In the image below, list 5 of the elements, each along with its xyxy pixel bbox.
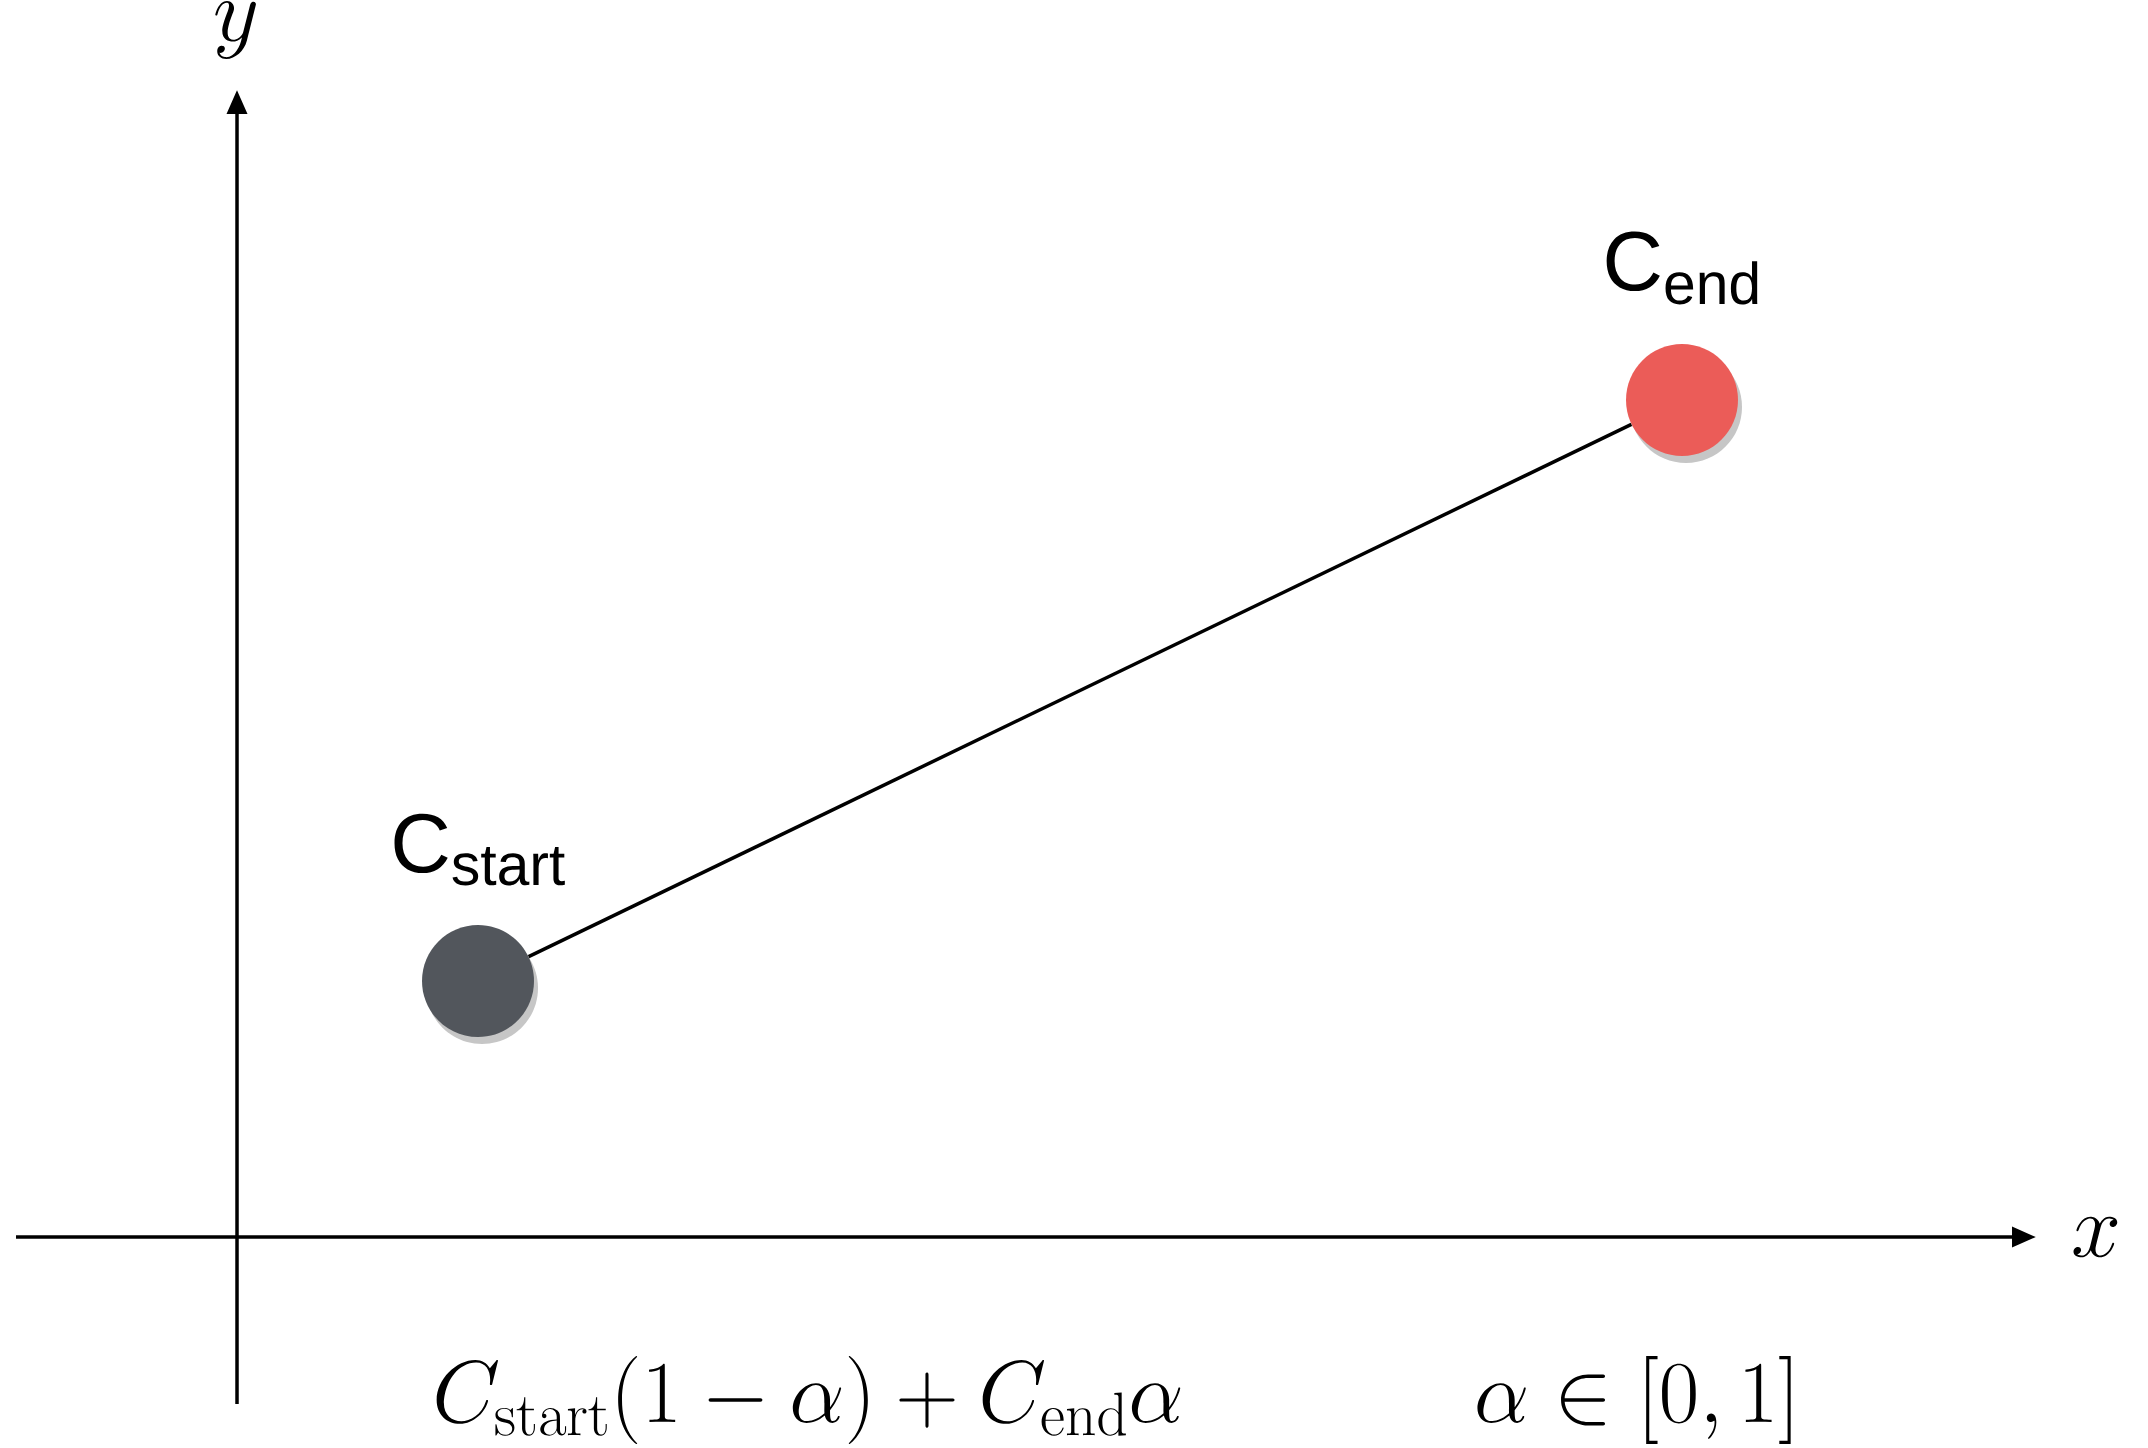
formula: $\alpha\in[0,1]$ <box>1477 1356 1791 1444</box>
formula: $C_{\mathrm{start}}(1-\alpha)+C_{\mathrm{end}}\alpha$ <box>436 1356 1181 1444</box>
line-segment <box>527 422 1633 959</box>
axis-label: $y$ <box>215 0 256 59</box>
axis-label: $x$ <box>2073 1216 2118 1258</box>
